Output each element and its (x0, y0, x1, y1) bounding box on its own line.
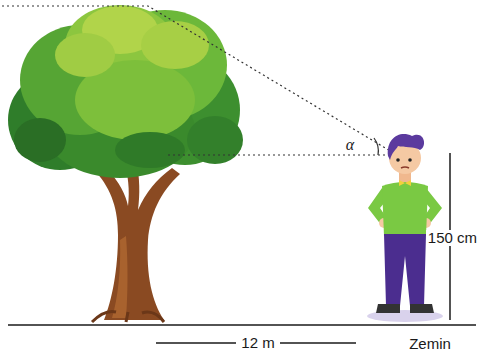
sight-lines (2, 6, 392, 155)
distance-dimension-line (156, 342, 236, 344)
tree (8, 5, 243, 322)
dimension-label: 150 cm (426, 230, 479, 247)
angle-label: α (344, 136, 356, 154)
angle-arc (374, 138, 378, 155)
ground-line (8, 324, 476, 326)
dimension-label: 12 m (239, 335, 276, 352)
boy (367, 134, 443, 322)
distance-dimension-line (280, 342, 356, 344)
ground-label: Zemin (407, 336, 453, 353)
